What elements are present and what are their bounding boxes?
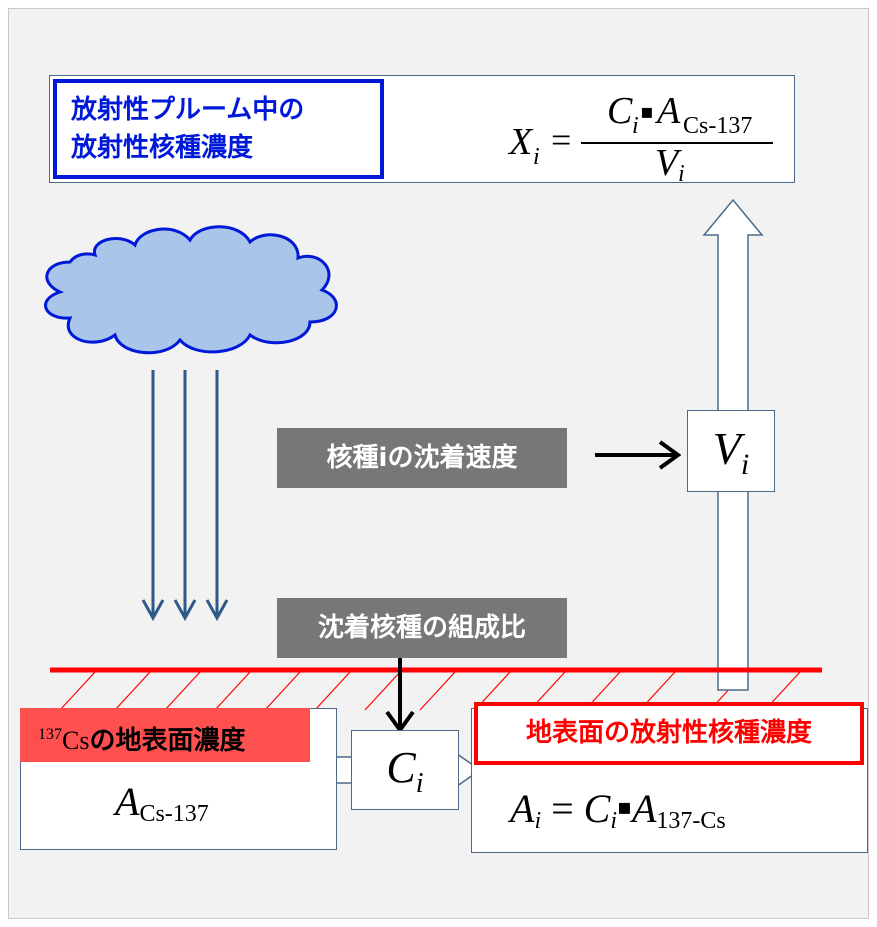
composition-ratio-label: 沈着核種の組成比 — [277, 598, 567, 658]
cs137-formula: ACs-137 — [115, 778, 209, 828]
ratio-symbol-sub: i — [415, 768, 424, 799]
formula-eq: = — [551, 120, 571, 160]
formula-dot: ▪ — [640, 99, 654, 123]
formula-lhs-sub: i — [533, 144, 540, 170]
rain-arrow-1-head — [141, 599, 165, 622]
deposition-velocity-label: 核種iの沈着速度 — [277, 428, 567, 488]
ai-a-sub: 137-Cs — [656, 808, 726, 834]
plume-concentration-label: 放射性プルーム中の 放射性核種濃度 — [53, 79, 384, 179]
cs-element: Cs — [62, 726, 90, 755]
deposition-velocity-box: Vi — [687, 410, 775, 492]
cs-label-rest: の地表面濃度 — [89, 726, 246, 756]
ai-c-sub: i — [610, 808, 618, 834]
rain-arrow-3-head — [205, 599, 229, 622]
velocity-arrow — [595, 440, 682, 470]
composition-ratio-box: Ci — [351, 730, 459, 810]
ratio-symbol: C — [386, 743, 416, 792]
velocity-symbol-sub: i — [740, 448, 750, 481]
rain-arrow-2-head — [173, 599, 197, 622]
formula-lhs: X — [507, 121, 534, 163]
ai-lhs-sub: i — [534, 808, 542, 834]
formula-num-a-sub: Cs-137 — [683, 113, 752, 139]
plume-label-line1: 放射性プルーム中の — [71, 95, 305, 125]
ai-eq: = — [551, 786, 574, 831]
formula-num-c-sub: i — [632, 113, 639, 139]
cloud-icon — [44, 225, 338, 355]
velocity-symbol: V — [712, 423, 741, 474]
cs137-ground-label: 137Csの地表面濃度 — [20, 708, 310, 762]
ai-a: A — [631, 786, 657, 831]
cs-symbol-sub: Cs-137 — [139, 801, 209, 827]
ai-lhs: A — [510, 786, 535, 831]
nuclide-ground-label: 地表面の放射性核種濃度 — [474, 702, 864, 765]
ai-c: C — [583, 786, 611, 831]
nuclide-ground-formula: Ai = Ci▪A137-Cs — [510, 785, 726, 835]
cs-mass-number: 137 — [38, 726, 62, 743]
cs-symbol: A — [115, 779, 140, 824]
formula-den-sub: i — [678, 161, 685, 181]
formula-den: V — [655, 142, 682, 181]
formula-num-c: C — [607, 90, 633, 132]
plume-label-line2: 放射性核種濃度 — [71, 133, 254, 163]
plume-formula: X i = C i ▪ A Cs-137 V i — [507, 90, 773, 181]
formula-num-a: A — [654, 90, 681, 132]
ai-dot: ▪ — [617, 795, 632, 820]
rain-arrows — [141, 370, 229, 622]
